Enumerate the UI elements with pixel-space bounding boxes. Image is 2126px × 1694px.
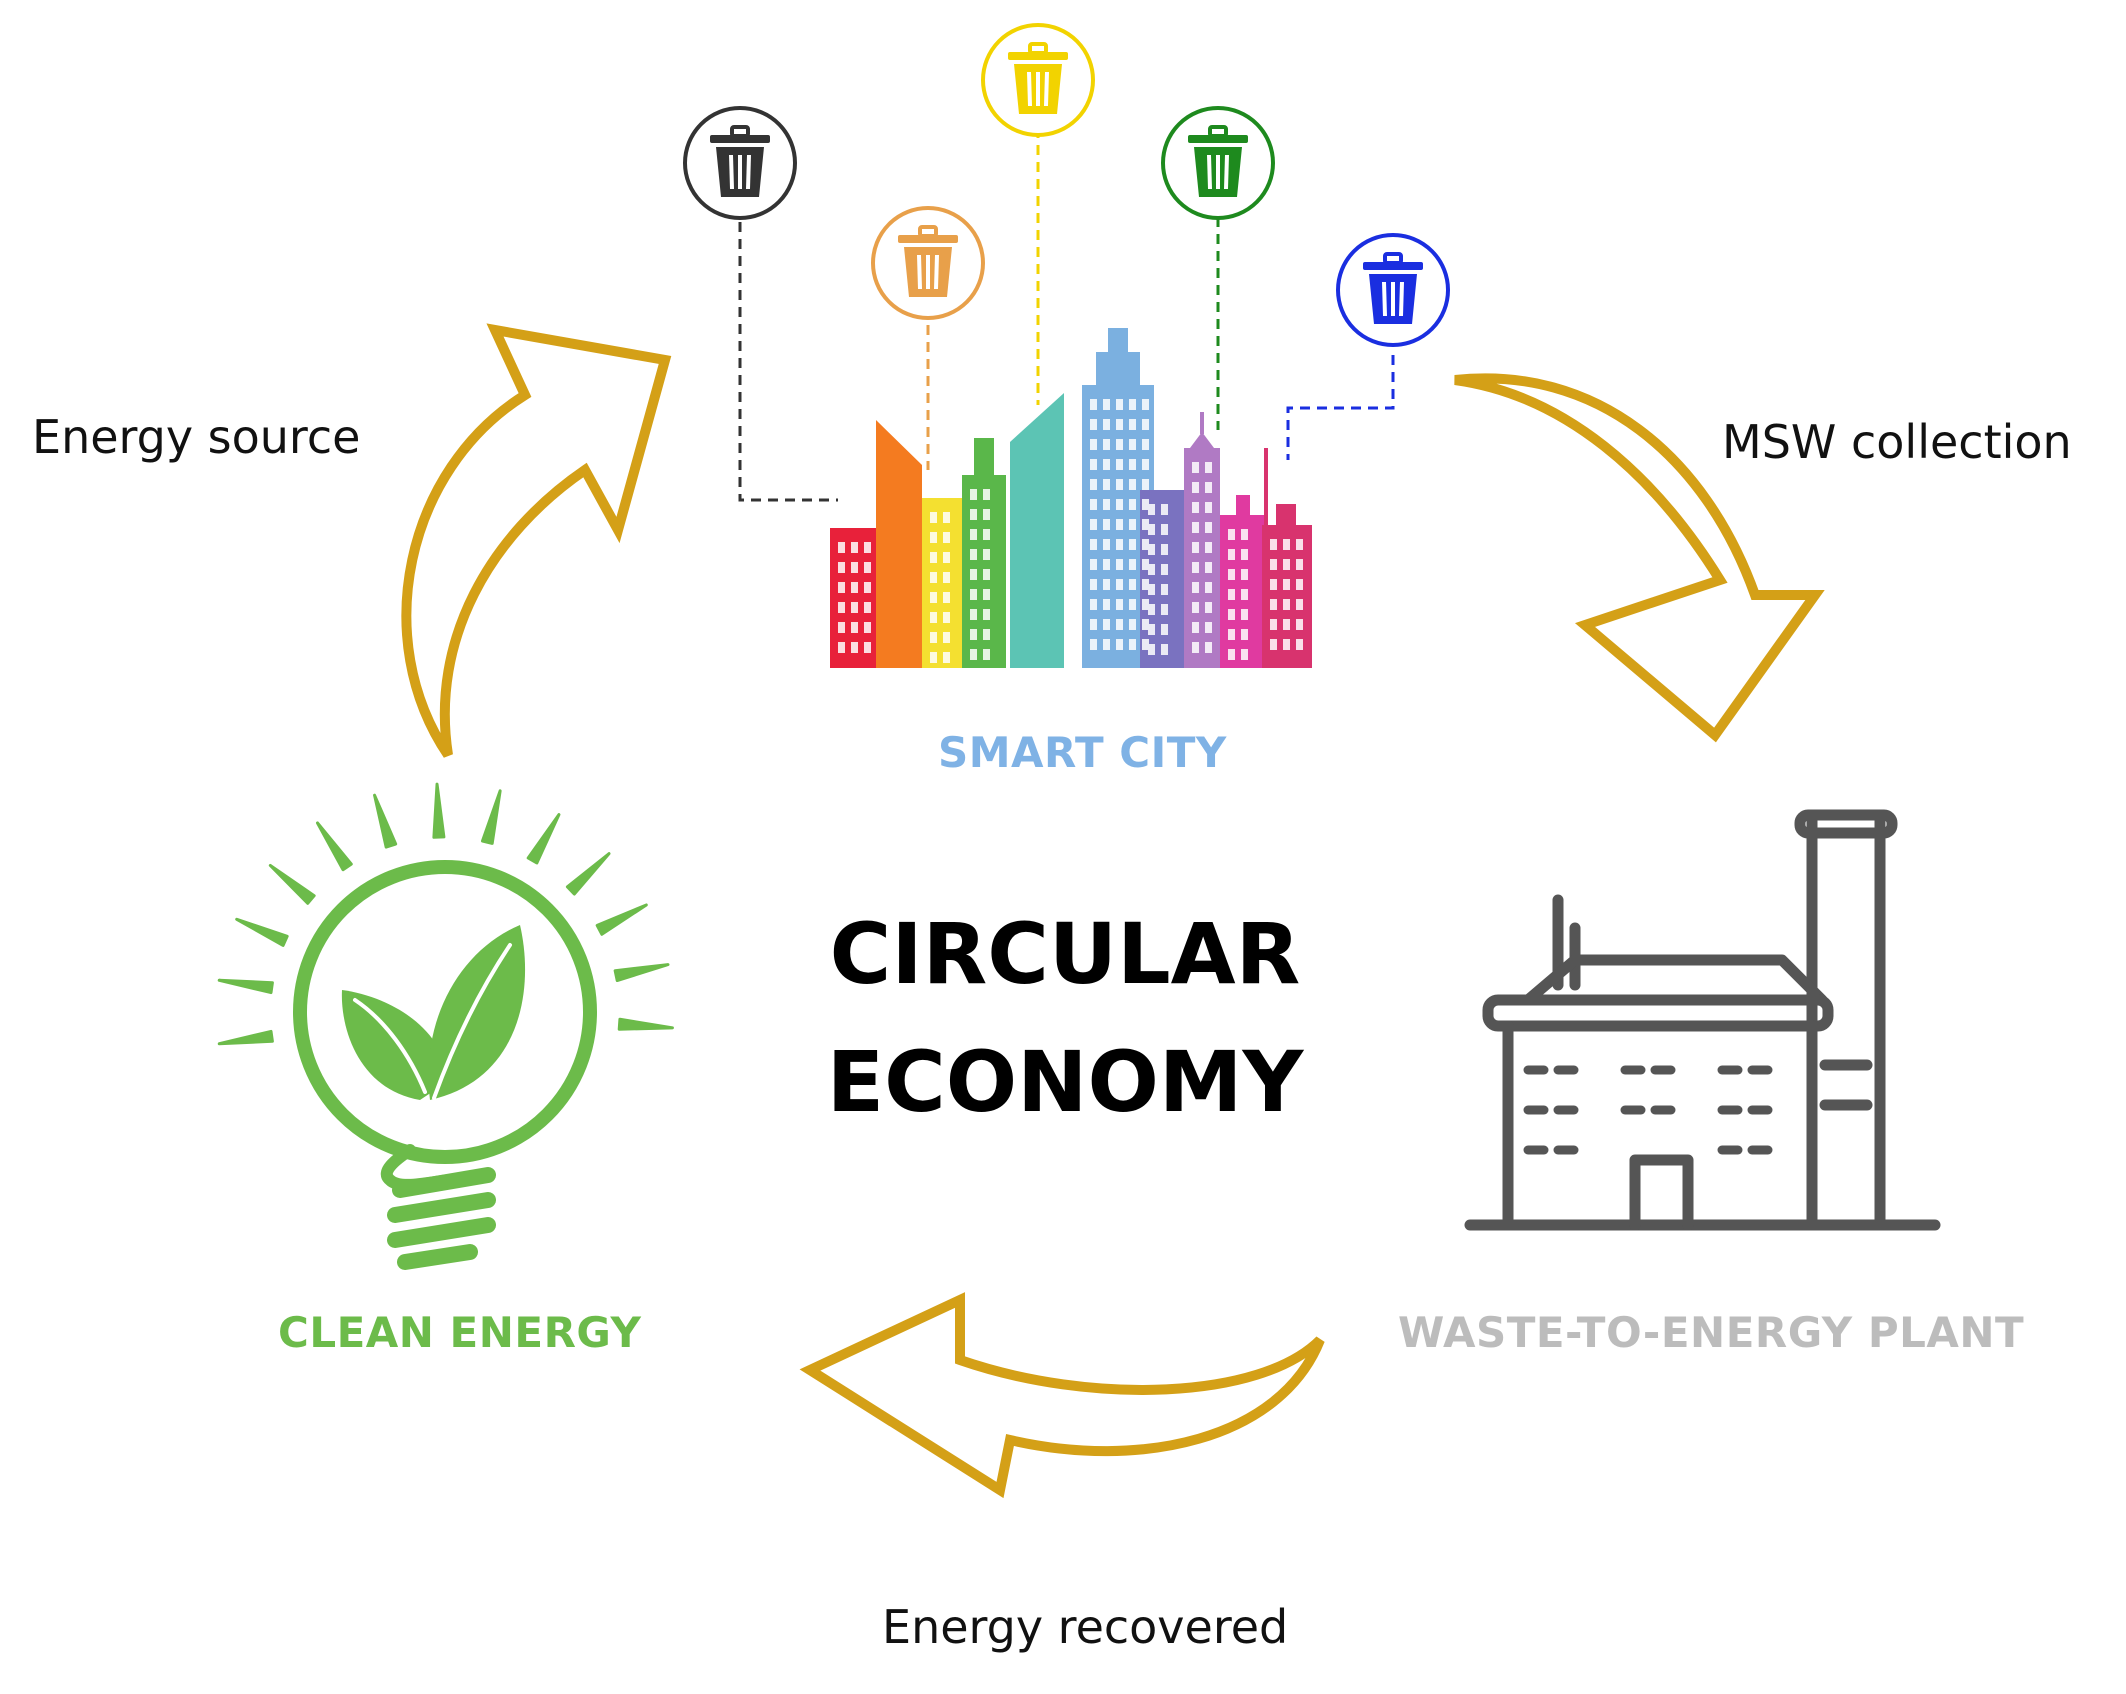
trash-bin-icon xyxy=(1161,106,1275,220)
center-title: CIRCULAR ECONOMY xyxy=(780,890,1350,1146)
arrow-msw-collection xyxy=(1454,373,1825,743)
trash-bin-icon xyxy=(683,106,797,220)
center-title-line-1: CIRCULAR xyxy=(829,905,1301,1003)
edge-label-energy-source: Energy source xyxy=(32,410,361,464)
arrow-energy-source xyxy=(401,323,672,758)
smart-city-illustration xyxy=(683,23,1450,668)
center-title-line-2: ECONOMY xyxy=(826,1033,1304,1131)
arrow-energy-recovered xyxy=(799,1292,1325,1499)
edge-label-msw-collection: MSW collection xyxy=(1722,415,2072,469)
clean-energy-bulb-icon xyxy=(217,782,674,1270)
node-label-waste-to-energy-plant: WASTE-TO-ENERGY PLANT xyxy=(1398,1308,2025,1357)
trash-bin-icon xyxy=(871,206,985,320)
edge-label-energy-recovered: Energy recovered xyxy=(882,1600,1289,1654)
trash-bin-icon xyxy=(1336,233,1450,347)
node-label-clean-energy: CLEAN ENERGY xyxy=(278,1308,642,1357)
trash-bin-icon xyxy=(981,23,1095,137)
factory-icon xyxy=(1464,809,1941,1231)
node-label-smart-city: SMART CITY xyxy=(938,728,1227,777)
